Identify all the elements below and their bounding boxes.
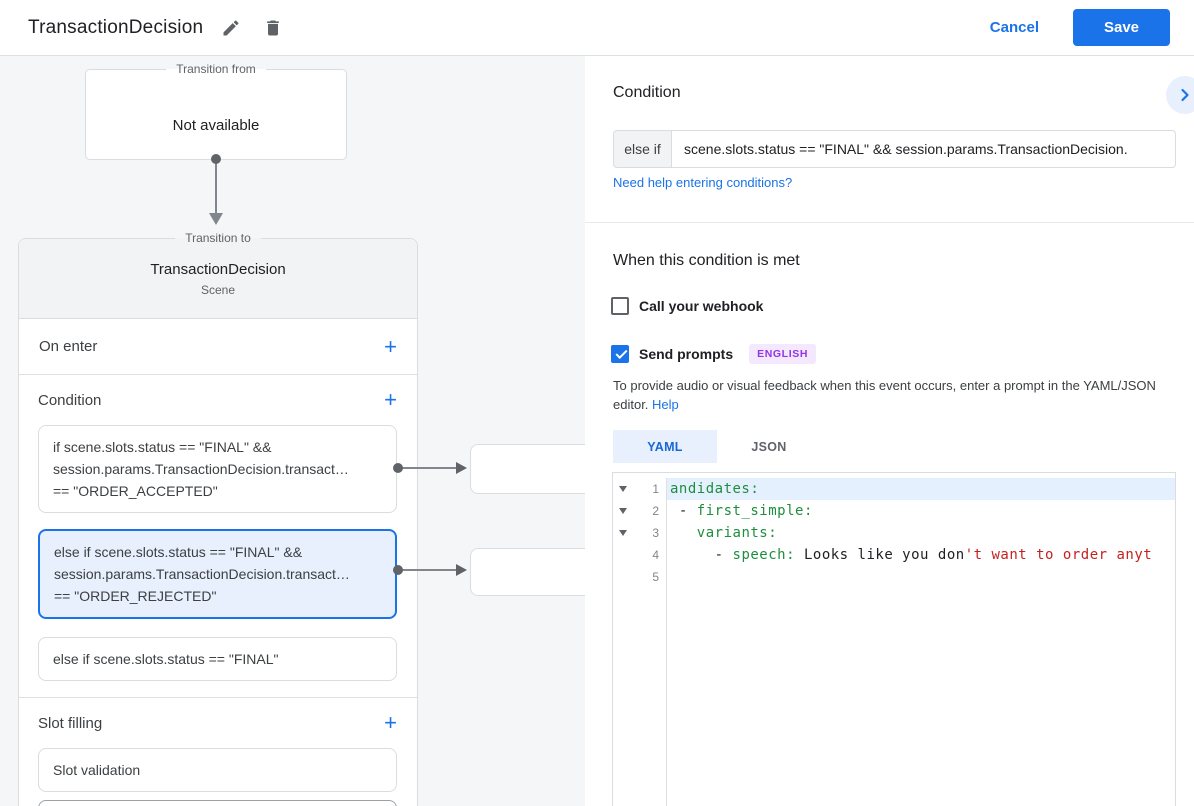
trash-icon bbox=[267, 20, 280, 35]
connector-dot bbox=[393, 463, 403, 473]
chevron-right-icon bbox=[1181, 88, 1189, 102]
editor-line: 5 bbox=[613, 566, 1175, 588]
help-link[interactable]: Help bbox=[652, 397, 679, 412]
line-number: 5 bbox=[652, 570, 659, 584]
condition-help-link[interactable]: Need help entering conditions? bbox=[613, 175, 793, 190]
header-bar: TransactionDecision Cancel Save bbox=[0, 0, 1194, 56]
call-webhook-label: Call your webhook bbox=[639, 298, 764, 314]
editor-line: 1 andidates: bbox=[613, 478, 1175, 500]
condition-expression-input[interactable] bbox=[672, 130, 1176, 168]
on-enter-label: On enter bbox=[39, 338, 98, 355]
next-card-partial[interactable] bbox=[38, 800, 397, 806]
prompt-description: To provide audio or visual feedback when… bbox=[613, 378, 1156, 412]
panel-title: Condition bbox=[613, 84, 681, 101]
scene-name: TransactionDecision bbox=[150, 261, 286, 278]
cancel-button[interactable]: Cancel bbox=[989, 19, 1039, 36]
transition-to-legend: Transition to bbox=[175, 231, 261, 245]
arrowhead-right-icon bbox=[456, 564, 467, 576]
connector-dot bbox=[393, 565, 403, 575]
line-number: 4 bbox=[652, 548, 659, 562]
condition-met-title: When this condition is met bbox=[613, 252, 800, 269]
transition-from-box: Transition from Not available bbox=[85, 62, 347, 160]
editor-code-line[interactable]: - speech: Looks like you don't want to o… bbox=[670, 547, 1153, 563]
editor-code-line[interactable]: andidates: bbox=[667, 478, 1175, 500]
delete-scene-button[interactable] bbox=[259, 14, 287, 42]
call-webhook-checkbox[interactable] bbox=[611, 297, 629, 315]
editor-code-line[interactable]: variants: bbox=[696, 525, 778, 541]
send-prompts-label: Send prompts bbox=[639, 346, 734, 362]
condition-detail-panel: Condition else if Need help entering con… bbox=[585, 56, 1194, 806]
yaml-editor[interactable]: 1 andidates: 2 - first_simple: 3 variant… bbox=[612, 472, 1176, 806]
condition-editor-row: else if bbox=[613, 130, 1176, 168]
slot-filling-label: Slot filling bbox=[38, 714, 103, 732]
scene-card-header: Transition to TransactionDecision Scene bbox=[19, 231, 417, 319]
line-number: 3 bbox=[652, 526, 659, 540]
condition-section-label: Condition bbox=[38, 391, 102, 409]
connector-line bbox=[402, 569, 456, 571]
slot-filling-section: Slot filling + Slot validation bbox=[19, 698, 417, 806]
add-slot-button[interactable]: + bbox=[384, 710, 397, 735]
editor-line: 3 variants: bbox=[613, 522, 1175, 544]
condition-prefix: else if bbox=[613, 130, 672, 168]
language-badge: ENGLISH bbox=[749, 344, 816, 364]
condition-card-final[interactable]: else if scene.slots.status == "FINAL" bbox=[38, 637, 397, 681]
tab-json[interactable]: JSON bbox=[717, 430, 821, 463]
condition-card-order-rejected[interactable]: else if scene.slots.status == "FINAL" &&… bbox=[38, 529, 397, 619]
pencil-icon bbox=[223, 19, 239, 35]
header-left: TransactionDecision bbox=[28, 14, 287, 42]
condition-section: Condition + if scene.slots.status == "FI… bbox=[19, 375, 417, 698]
scene-canvas: Transition from Not available Transition… bbox=[0, 56, 585, 806]
fold-arrow-icon[interactable] bbox=[619, 508, 627, 514]
tab-yaml[interactable]: YAML bbox=[613, 430, 717, 463]
send-prompts-row: Send prompts ENGLISH bbox=[611, 344, 816, 364]
add-on-enter-button[interactable]: + bbox=[384, 333, 397, 359]
webhook-row: Call your webhook bbox=[611, 297, 763, 315]
header-actions: Cancel Save bbox=[990, 9, 1170, 46]
arrowhead-down-icon bbox=[209, 213, 223, 225]
panel-divider bbox=[585, 222, 1194, 223]
edit-title-button[interactable] bbox=[217, 14, 245, 42]
scene-type-label: Scene bbox=[200, 283, 236, 297]
editor-line: 4 - speech: Looks like you don't want to… bbox=[613, 544, 1175, 566]
editor-code-line[interactable]: - first_simple: bbox=[670, 503, 813, 519]
line-number: 2 bbox=[652, 504, 659, 518]
fold-arrow-icon[interactable] bbox=[619, 486, 627, 492]
editor-line: 2 - first_simple: bbox=[613, 500, 1175, 522]
editor-tabs: YAML JSON bbox=[613, 430, 821, 463]
fold-arrow-icon[interactable] bbox=[619, 530, 627, 536]
condition-card-order-accepted[interactable]: if scene.slots.status == "FINAL" && sess… bbox=[38, 425, 397, 513]
transition-target-box[interactable] bbox=[470, 548, 585, 596]
editor-empty-area[interactable] bbox=[613, 588, 1175, 806]
on-enter-section: On enter + bbox=[19, 319, 417, 375]
add-condition-button[interactable]: + bbox=[384, 387, 397, 412]
editor-code-line[interactable] bbox=[667, 566, 1175, 588]
connector-dot bbox=[211, 154, 221, 164]
transition-from-value: Not available bbox=[172, 117, 260, 134]
connector-line-vertical bbox=[215, 159, 217, 213]
save-button[interactable]: Save bbox=[1073, 9, 1170, 46]
line-number: 1 bbox=[652, 482, 659, 496]
transition-target-box[interactable] bbox=[470, 444, 585, 494]
scene-card: Transition to TransactionDecision Scene … bbox=[18, 231, 418, 806]
page-title: TransactionDecision bbox=[28, 16, 204, 38]
collapse-panel-button[interactable] bbox=[1166, 76, 1194, 114]
arrowhead-right-icon bbox=[456, 462, 467, 474]
send-prompts-checkbox[interactable] bbox=[611, 345, 629, 363]
connector-line bbox=[402, 467, 456, 469]
transition-from-legend: Transition from bbox=[166, 62, 266, 76]
slot-validation-card[interactable]: Slot validation bbox=[38, 748, 397, 792]
